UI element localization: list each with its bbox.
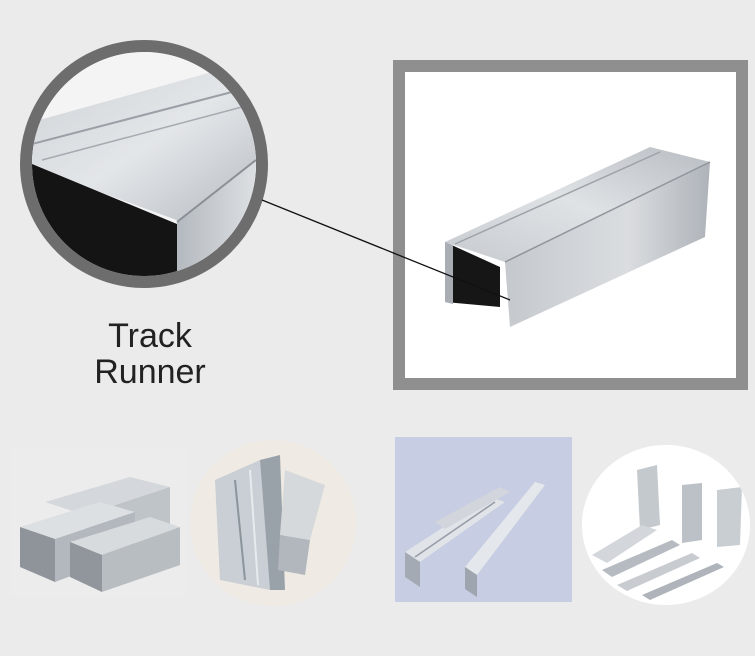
zoom-detail-image [32,52,256,276]
caption-line-2: Runner [94,353,206,391]
thumbnail-stacked-channels [10,447,186,597]
thumbnail-u-channels-blue [395,437,572,602]
product-caption: Track Runner [60,318,240,390]
caption-line-1: Track [108,317,192,355]
zoom-detail-circle [20,40,268,288]
main-product-image [405,72,736,378]
thumbnail-c-studs [190,440,356,606]
thumbnail-assorted-profiles [582,445,750,605]
main-product-frame [393,60,748,390]
